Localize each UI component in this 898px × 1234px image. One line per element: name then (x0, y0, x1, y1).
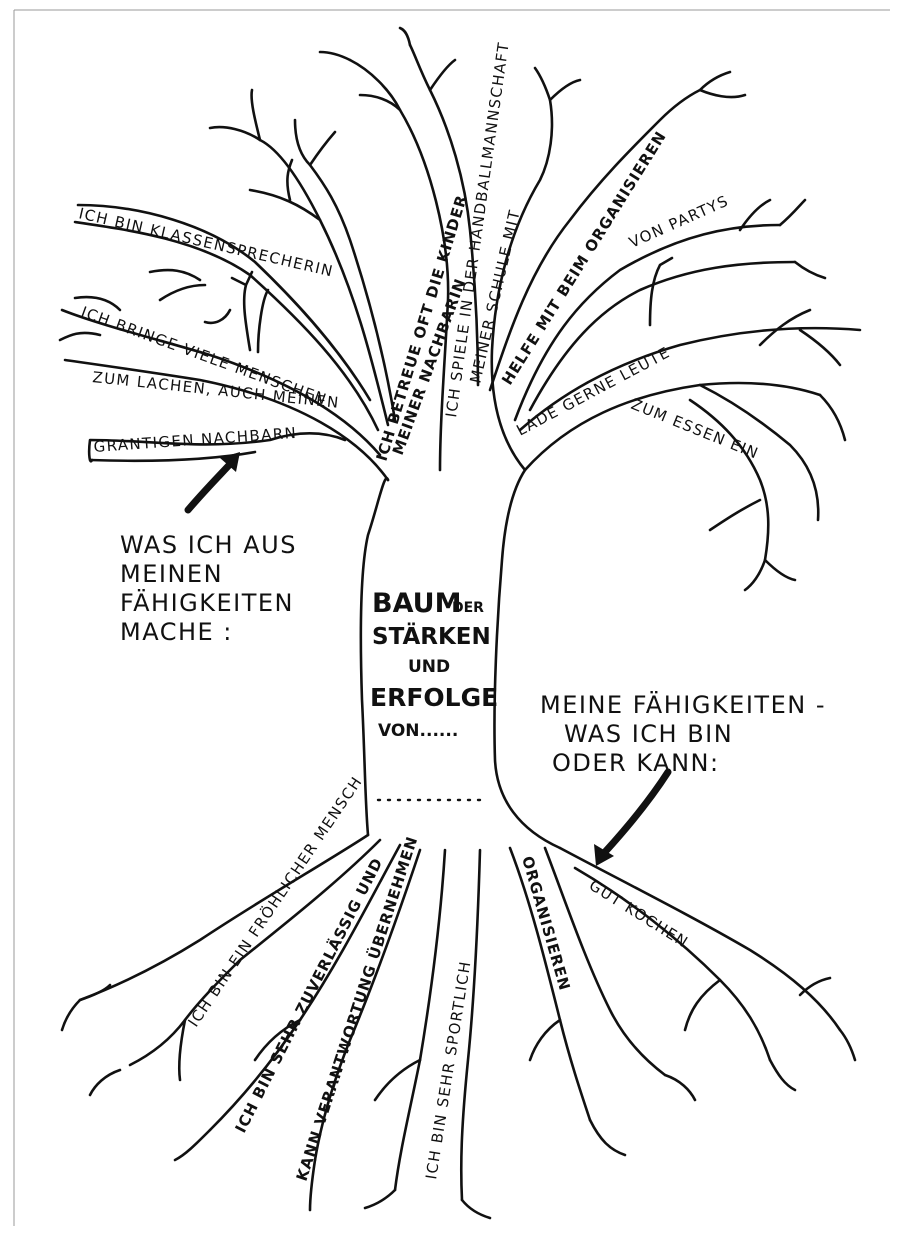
label-kochen: GUT KOCHEN (586, 876, 692, 952)
title-line-3: UND (408, 657, 450, 677)
trunk (361, 470, 560, 848)
left-caption-line-2: MEINEN (120, 560, 223, 588)
root-labels: ICH BIN EIN FRÖHLICHER MENSCH ICH BIN SE… (184, 772, 692, 1183)
right-caption-line-1: MEINE FÄHIGKEITEN - (540, 690, 826, 719)
right-caption: MEINE FÄHIGKEITEN - WAS ICH BIN ODER KAN… (540, 690, 826, 777)
label-bringe-2: ZUM LACHEN, AUCH MEINEN (92, 368, 341, 412)
left-caption-line-3: FÄHIGKEITEN (120, 588, 294, 617)
title-line-2: STÄRKEN (372, 622, 491, 650)
left-caption-line-4: MACHE : (120, 618, 233, 646)
left-caption: WAS ICH AUS MEINEN FÄHIGKEITEN MACHE : (120, 531, 297, 646)
title-line-5: VON...... (378, 721, 458, 741)
label-lade-1: LADE GERNE LEUTE (513, 343, 673, 439)
label-lade-2: ZUM ESSEN EIN (629, 395, 762, 463)
right-caption-line-2: WAS ICH BIN (564, 720, 733, 748)
left-caption-line-1: WAS ICH AUS (120, 531, 297, 559)
label-klassensprecher: ICH BIN KLASSENSPRECHERIN (77, 204, 335, 280)
label-organisieren: ORGANISIEREN (518, 854, 574, 993)
title-line-1: BAUM (372, 588, 461, 619)
title-line-4: ERFOLGE (370, 683, 498, 712)
label-froehlich: ICH BIN EIN FRÖHLICHER MENSCH (184, 772, 367, 1030)
right-caption-line-3: ODER KANN: (552, 749, 720, 777)
branch-labels: ICH SPIELE IN DER HANDBALLMANNSCHAFT MEI… (77, 40, 762, 463)
title-line-1-small: DER (452, 600, 484, 616)
arrow-left-icon (188, 452, 240, 510)
tree-title: BAUM DER STÄRKEN UND ERFOLGE VON...... (370, 588, 498, 741)
arrow-right-icon (594, 772, 668, 866)
label-bringe-3: GRANTIGEN NACHBARN (93, 424, 298, 456)
